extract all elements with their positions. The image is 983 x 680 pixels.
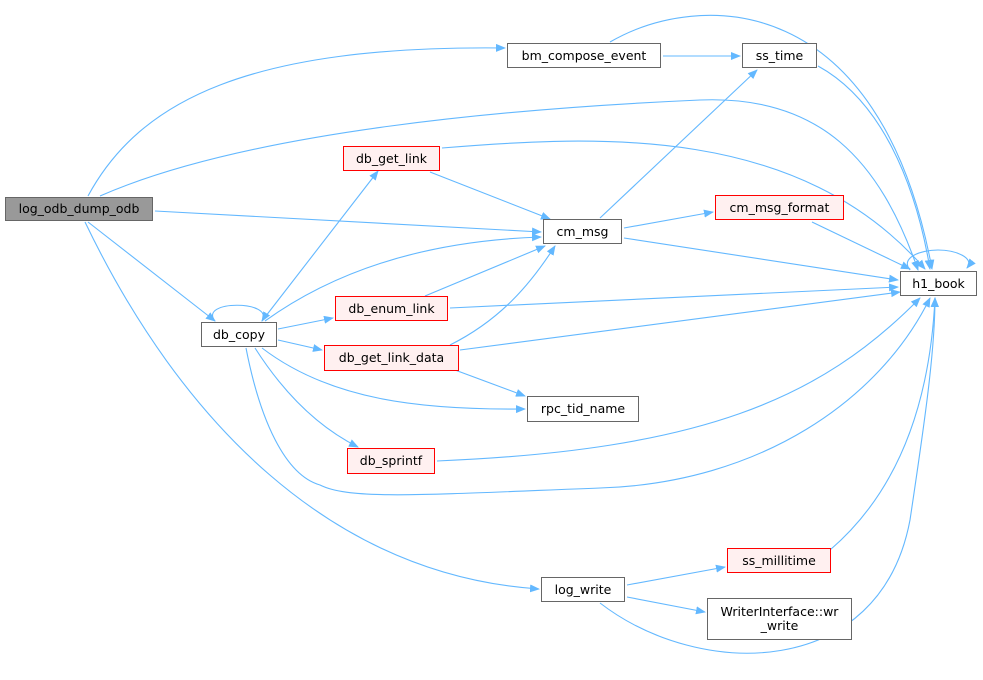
node-label: cm_msg [556,223,609,239]
node-ss-millitime[interactable]: ss_millitime [727,548,831,573]
edge-db-enum-link-to-h1-book [449,283,899,309]
node-bm-compose-event[interactable]: bm_compose_event [507,43,661,68]
node-label: ss_millitime [742,552,816,568]
node-rpc-tid-name[interactable]: rpc_tid_name [527,396,639,422]
edge-db-get-link-to-h1-book [441,140,926,270]
edge-cm-msg-to-h1-book [623,237,899,283]
edge-bm-compose-event-to-h1-book [609,14,935,270]
edge-db-get-link-data-to-cm-msg [449,245,556,346]
node-ss-time[interactable]: ss_time [742,43,817,68]
edge-cm-msg-to-cm-msg-format [623,209,714,229]
edge-log-odb-dump-odb-to-cm-msg [154,210,542,236]
node-label: bm_compose_event [521,47,647,63]
edge-log-odb-dump-odb-to-log-write [84,221,540,593]
edge-log-write-to-h1-book [599,297,939,654]
node-label: ss_time [755,47,804,63]
edge-db-copy-to-rpc-tid-name [261,347,526,414]
node-label: db_sprintf [359,453,423,468]
node-h1-book[interactable]: h1_book [900,271,977,296]
edge-cm-msg-to-ss-time [599,69,758,219]
node-db-get-link-data[interactable]: db_get_link_data [324,345,459,371]
edge-log-odb-dump-odb-to-bm-compose-event [87,43,506,197]
node-label: db_copy [213,326,265,342]
node-writerinterface-wr-write[interactable]: WriterInterface::wr _write [707,598,852,640]
edge-log-odb-dump-odb-to-db-copy [87,221,216,322]
edge-db-copy-to-cm-msg [264,233,542,322]
node-label: cm_msg_format [729,199,830,215]
edge-db-copy-to-h1-book [245,297,931,496]
node-label: h1_book [912,275,965,291]
edge-db-get-link-data-to-h1-book [459,289,901,351]
node-label: db_get_link [355,150,427,166]
edge-db-enum-link-to-cm-msg [424,245,546,297]
node-cm-msg[interactable]: cm_msg [543,219,622,244]
edge-db-sprintf-to-h1-book [436,297,921,462]
node-label-line-2: _write [760,618,799,633]
edge-db-get-link-to-cm-msg [429,171,551,220]
edge-ss-time-to-h1-book [817,65,933,270]
node-label: db_get_link_data [338,350,445,365]
node-label: db_enum_link [348,300,435,316]
edge-db-copy-to-db-get-link [261,170,379,322]
edge-db-copy-to-db-get-link-data [277,339,323,352]
edge-cm-msg-format-to-h1-book [811,221,911,270]
node-cm-msg-format[interactable]: cm_msg_format [715,195,844,220]
node-db-copy[interactable]: db_copy [201,322,277,347]
node-log-odb-dump-odb: log_odb_dump_odb [5,197,153,221]
edge-db-copy-to-db-sprintf [254,347,359,448]
node-db-enum-link[interactable]: db_enum_link [335,296,448,321]
node-log-write[interactable]: log_write [541,577,625,602]
edge-ss-millitime-to-h1-book [829,297,939,551]
edge-log-odb-dump-odb-to-h1-book [99,99,919,271]
edge-db-copy-to-db-enum-link [277,315,334,330]
edge-h1-book-to-h1-book [907,249,976,271]
edge-log-write-to-writerinterface-wr-write [626,596,706,615]
node-label-line-1: WriterInterface::wr [720,604,839,619]
node-label: rpc_tid_name [540,401,626,416]
edge-db-get-link-data-to-rpc-tid-name [454,369,526,397]
node-label: log_odb_dump_odb [18,201,140,216]
edge-db-copy-to-db-copy [212,304,271,322]
node-db-get-link[interactable]: db_get_link [343,146,440,171]
node-db-sprintf[interactable]: db_sprintf [347,448,435,474]
edge-log-write-to-ss-millitime [626,564,726,586]
node-label: log_write [554,581,612,597]
